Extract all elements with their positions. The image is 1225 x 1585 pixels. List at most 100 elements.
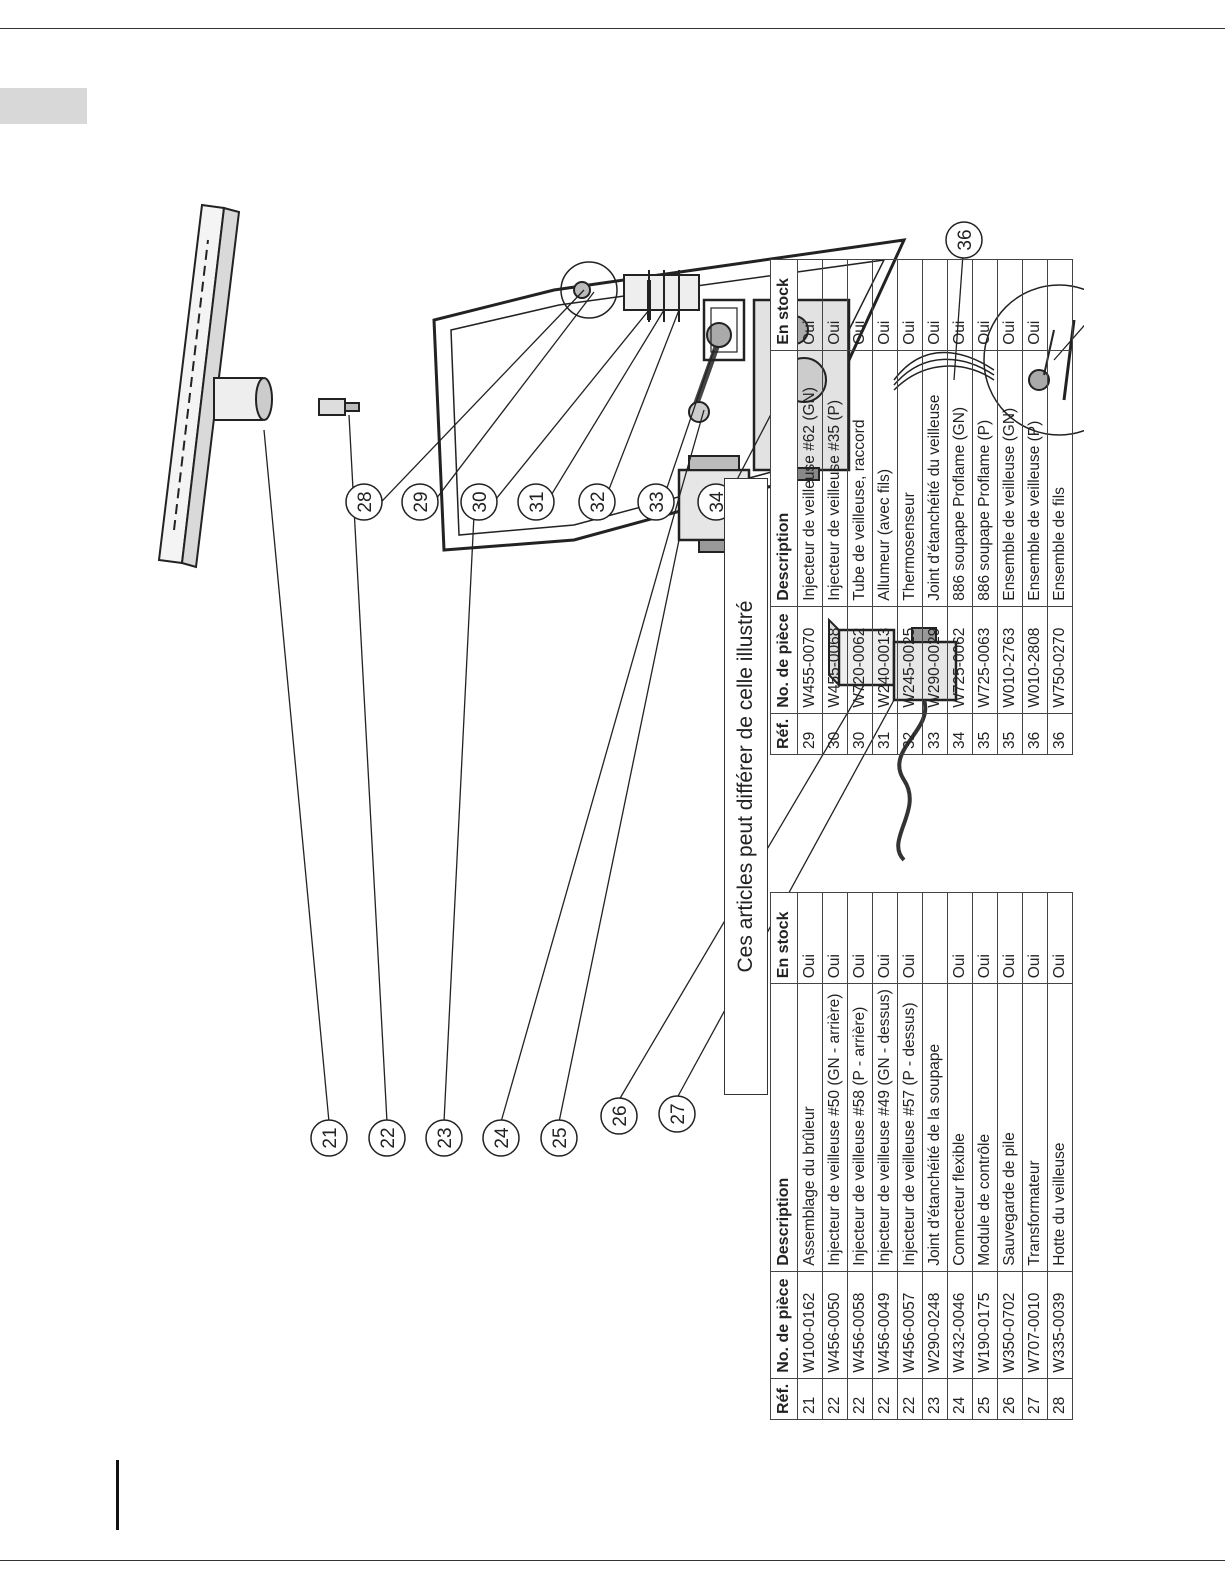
header-in-stock: En stock — [770, 259, 798, 351]
callout-24: 24 — [482, 1119, 520, 1157]
header-part-no: No. de pièce — [770, 606, 798, 714]
cell-ref: 21 — [797, 1378, 823, 1420]
callouts: 21 22 23 24 25 26 27 28 29 30 31 32 33 3… — [310, 221, 983, 1157]
header-part-no: No. de pièce — [770, 1271, 798, 1379]
cell-in-stock: Oui — [947, 892, 973, 984]
cell-ref: 26 — [997, 1378, 1023, 1420]
cell-ref: 27 — [1022, 1378, 1048, 1420]
cell-part-no: W455-0068 — [822, 606, 848, 714]
svg-text:36: 36 — [955, 229, 976, 250]
cell-part-no: W240-0013 — [872, 606, 898, 714]
svg-text:21: 21 — [320, 1127, 341, 1148]
cell-in-stock: Oui — [797, 259, 823, 351]
cell-in-stock: Oui — [872, 259, 898, 351]
cell-ref: 22 — [822, 1378, 848, 1420]
cell-in-stock: Oui — [822, 892, 848, 984]
callout-32: 32 — [578, 483, 616, 521]
table-header-row: Réf. No. de pièce Description En stock — [770, 259, 798, 755]
pilot-kit-circle-drawing — [983, 284, 1084, 436]
cell-in-stock: Oui — [1047, 892, 1073, 984]
svg-text:26: 26 — [610, 1105, 631, 1126]
illustration-disclaimer: Ces articles peut différer de celle illu… — [724, 478, 768, 1095]
svg-text:34: 34 — [707, 491, 728, 513]
cell-description: Joint d'étanchéité de la soupape — [922, 983, 948, 1272]
header-description: Description — [770, 983, 798, 1272]
callout-22: 22 — [368, 1119, 406, 1157]
cell-part-no: W010-2763 — [997, 606, 1023, 714]
cell-part-no: W190-0175 — [972, 1271, 998, 1379]
cell-in-stock: Oui — [897, 892, 923, 984]
cell-ref: 34 — [947, 713, 973, 755]
burner-assembly-drawing — [157, 203, 273, 569]
callout-36: 36 — [945, 221, 983, 259]
cell-description: Allumeur (avec fils) — [872, 350, 898, 607]
cell-description: Thermosenseur — [897, 350, 923, 607]
cell-description: Assemblage du brûleur — [797, 983, 823, 1272]
section-tab — [0, 88, 87, 124]
cell-description: Transformateur — [1022, 983, 1048, 1272]
cell-description: Joint d'étanchéité du veilleuse — [922, 350, 948, 607]
cell-description: Injecteur de veilleuse #49 (GN - dessus) — [872, 983, 898, 1272]
cell-ref: 30 — [822, 713, 848, 755]
cell-ref: 23 — [922, 1378, 948, 1420]
callout-23: 23 — [425, 1119, 463, 1157]
cell-part-no: W290-0029 — [922, 606, 948, 714]
header-ref: Réf. — [770, 1378, 798, 1420]
parts-table-left: Réf. No. de pièce Description En stock 2… — [770, 892, 1073, 1420]
cell-description: Injecteur de veilleuse #57 (P - dessus) — [897, 983, 923, 1272]
cell-ref: 22 — [847, 1378, 873, 1420]
cell-part-no: W750-0270 — [1047, 606, 1073, 714]
callout-30: 30 — [460, 483, 498, 521]
callout-31: 31 — [517, 483, 555, 521]
cell-ref: 36 — [1022, 713, 1048, 755]
cell-in-stock: Oui — [847, 259, 873, 351]
svg-text:28: 28 — [355, 491, 376, 512]
cell-description: Ensemble de veilleuse (GN) — [997, 350, 1023, 607]
cell-in-stock: Oui — [997, 259, 1023, 351]
cell-part-no: W707-0010 — [1022, 1271, 1048, 1379]
cell-description: Injecteur de veilleuse #62 (GN) — [797, 350, 823, 607]
cell-description: Tube de veilleuse, raccord — [847, 350, 873, 607]
callout-28: 28 — [345, 483, 383, 521]
illustration-disclaimer-text: Ces articles peut différer de celle illu… — [734, 600, 757, 973]
cell-ref: 30 — [847, 713, 873, 755]
pilot-gasket-drawing — [702, 298, 746, 362]
cell-in-stock: Oui — [997, 892, 1023, 984]
cell-part-no: W335-0039 — [1047, 1271, 1073, 1379]
bottom-rule — [0, 1560, 1225, 1561]
battery-backup-drawing — [828, 617, 896, 688]
callout-27: 27 — [658, 1095, 696, 1133]
svg-text:22: 22 — [378, 1127, 399, 1148]
svg-text:33: 33 — [647, 491, 668, 512]
cell-part-no: W725-0062 — [947, 606, 973, 714]
parts-table-right: Réf. No. de pièce Description En stock 2… — [770, 259, 1073, 755]
cell-in-stock: Oui — [972, 892, 998, 984]
pilot-assembly-drawing — [560, 261, 700, 322]
cell-part-no: W456-0050 — [822, 1271, 848, 1379]
cell-part-no: W456-0058 — [847, 1271, 873, 1379]
svg-text:23: 23 — [435, 1127, 456, 1148]
cell-in-stock: Oui — [1022, 892, 1048, 984]
cell-in-stock: Oui — [897, 259, 923, 351]
cell-part-no: W245-0025 — [897, 606, 923, 714]
svg-text:25: 25 — [550, 1127, 571, 1148]
callout-29: 29 — [401, 483, 439, 521]
cell-description: Injecteur de veilleuse #50 (GN - arrière… — [822, 983, 848, 1272]
cell-ref: 35 — [972, 713, 998, 755]
cell-part-no: W010-2808 — [1022, 606, 1048, 714]
svg-text:32: 32 — [588, 491, 609, 512]
cell-ref: 25 — [972, 1378, 998, 1420]
cell-ref: 24 — [947, 1378, 973, 1420]
cell-ref: 33 — [922, 713, 948, 755]
svg-text:24: 24 — [492, 1127, 513, 1149]
